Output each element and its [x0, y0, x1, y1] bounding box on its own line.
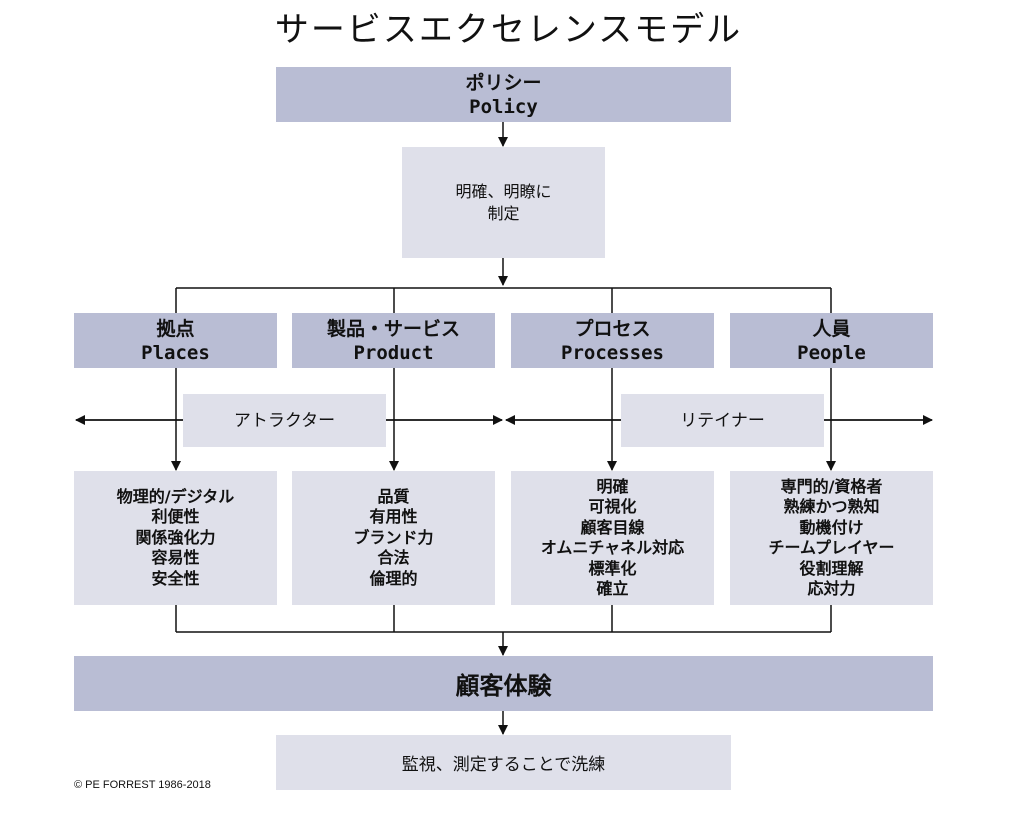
places-item: 安全性 [151, 568, 200, 588]
processes-item: 確立 [596, 579, 629, 598]
places-item: 容易性 [151, 548, 200, 568]
people-item: チームプレイヤー [768, 538, 895, 557]
attractor-label: アトラクター [183, 394, 386, 447]
customer-experience-label: 顧客体験 [455, 671, 552, 700]
processes-item: 標準化 [588, 558, 637, 578]
product-item: 倫理的 [369, 568, 418, 588]
policy-detail-line-2: 制定 [487, 203, 520, 223]
product-detail-box: 品質 有用性 ブランド力 合法 倫理的 [292, 471, 495, 605]
product-item: 品質 [377, 486, 410, 506]
refine-box: 監視、測定することで洗練 [276, 735, 731, 790]
processes-item: 顧客目線 [580, 517, 645, 537]
copyright-text: © PE FORREST 1986-2018 [74, 779, 211, 791]
processes-item: 可視化 [588, 497, 637, 516]
processes-detail-box: 明確 可視化 顧客目線 オムニチャネル対応 標準化 確立 [511, 471, 714, 605]
people-item: 役割理解 [799, 558, 864, 578]
pillar-header-people: 人員 People [730, 313, 933, 368]
processes-item: 明確 [596, 476, 629, 496]
people-item: 動機付け [799, 517, 864, 537]
people-item: 応対力 [807, 579, 856, 598]
pillar-places-en: Places [141, 341, 210, 364]
people-item: 熟練かつ熟知 [783, 497, 880, 516]
diagram-title: サービスエクセレンスモデル [274, 10, 743, 50]
policy-detail-line-1: 明確、明瞭に [455, 181, 552, 201]
retainer-label: リテイナー [621, 394, 824, 447]
people-item: 専門的/資格者 [780, 476, 883, 496]
pillar-processes-jp: プロセス [574, 317, 651, 340]
pillar-places-jp: 拠点 [156, 317, 195, 340]
product-item: ブランド力 [353, 527, 434, 547]
policy-box: ポリシー Policy [276, 67, 731, 122]
processes-item: オムニチャネル対応 [540, 538, 685, 557]
pillar-header-processes: プロセス Processes [511, 313, 714, 368]
places-item: 利便性 [151, 507, 200, 527]
pillar-people-jp: 人員 [812, 317, 851, 340]
pillar-product-jp: 製品・サービス [326, 317, 460, 340]
places-item: 関係強化力 [135, 527, 216, 547]
pillar-processes-en: Processes [561, 341, 664, 364]
refine-label: 監視、測定することで洗練 [401, 755, 606, 775]
pillar-header-product: 製品・サービス Product [292, 313, 495, 368]
people-detail-box: 専門的/資格者 熟練かつ熟知 動機付け チームプレイヤー 役割理解 応対力 [730, 471, 933, 605]
customer-experience-box: 顧客体験 [74, 656, 933, 711]
places-detail-box: 物理的/デジタル 利便性 関係強化力 容易性 安全性 [74, 471, 277, 605]
product-item: 合法 [377, 548, 410, 568]
pillar-product-en: Product [353, 341, 434, 364]
places-item: 物理的/デジタル [116, 486, 235, 506]
pillar-people-en: People [797, 341, 866, 364]
policy-detail-box: 明確、明瞭に 制定 [402, 147, 605, 258]
product-item: 有用性 [369, 507, 418, 527]
policy-label-jp: ポリシー [465, 71, 542, 94]
policy-label-en: Policy [469, 95, 538, 118]
pillar-header-places: 拠点 Places [74, 313, 277, 368]
